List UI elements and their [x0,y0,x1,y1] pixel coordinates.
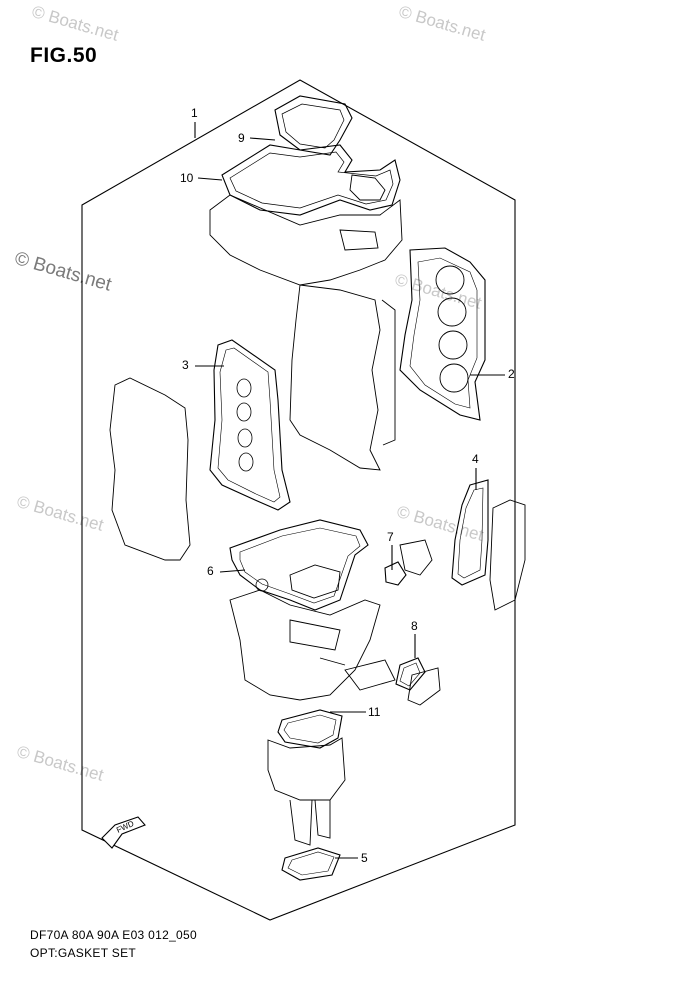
diagram-subtitle: OPT:GASKET SET [30,946,137,960]
part-8-small-gasket [395,657,441,706]
callout-8: 8 [411,619,418,633]
part-5-bottom-gasket [281,847,341,881]
callout-7: 7 [387,530,394,544]
fwd-arrow-icon [101,816,146,849]
callout-1: 1 [191,106,198,120]
part-10-manifold-gasket [221,144,401,216]
block-side-silhouette [109,377,191,561]
callout-4: 4 [472,452,479,466]
callout-3: 3 [182,358,189,372]
kit-boundary [81,79,516,921]
figure-title: FIG.50 [30,44,98,67]
leader-line-6 [219,569,246,573]
part-6-base-gasket [229,519,369,611]
part-7-small-gasket [384,539,433,586]
cylinder-head-silhouette [209,194,403,286]
callout-2: 2 [508,367,515,381]
callout-6: 6 [207,564,214,578]
callout-9: 9 [238,131,245,145]
cylinder-block-silhouette [289,284,396,471]
part-3-valve-cover-gasket [209,339,291,511]
drive-shaft-housing-silhouette [267,737,346,846]
callout-11: 11 [368,705,381,719]
callout-10: 10 [180,171,194,185]
callout-5: 5 [361,851,368,865]
part-9-cover-gasket [274,95,353,156]
leader-line-9 [249,137,276,141]
lower-housing-silhouette [229,589,396,701]
part-4-side-gasket [451,479,526,611]
leader-line-10 [197,177,223,181]
model-code: DF70A 80A 90A E03 012_050 [30,928,197,942]
part-2-head-gasket [399,247,486,421]
part-11-lower-gasket [277,709,343,749]
